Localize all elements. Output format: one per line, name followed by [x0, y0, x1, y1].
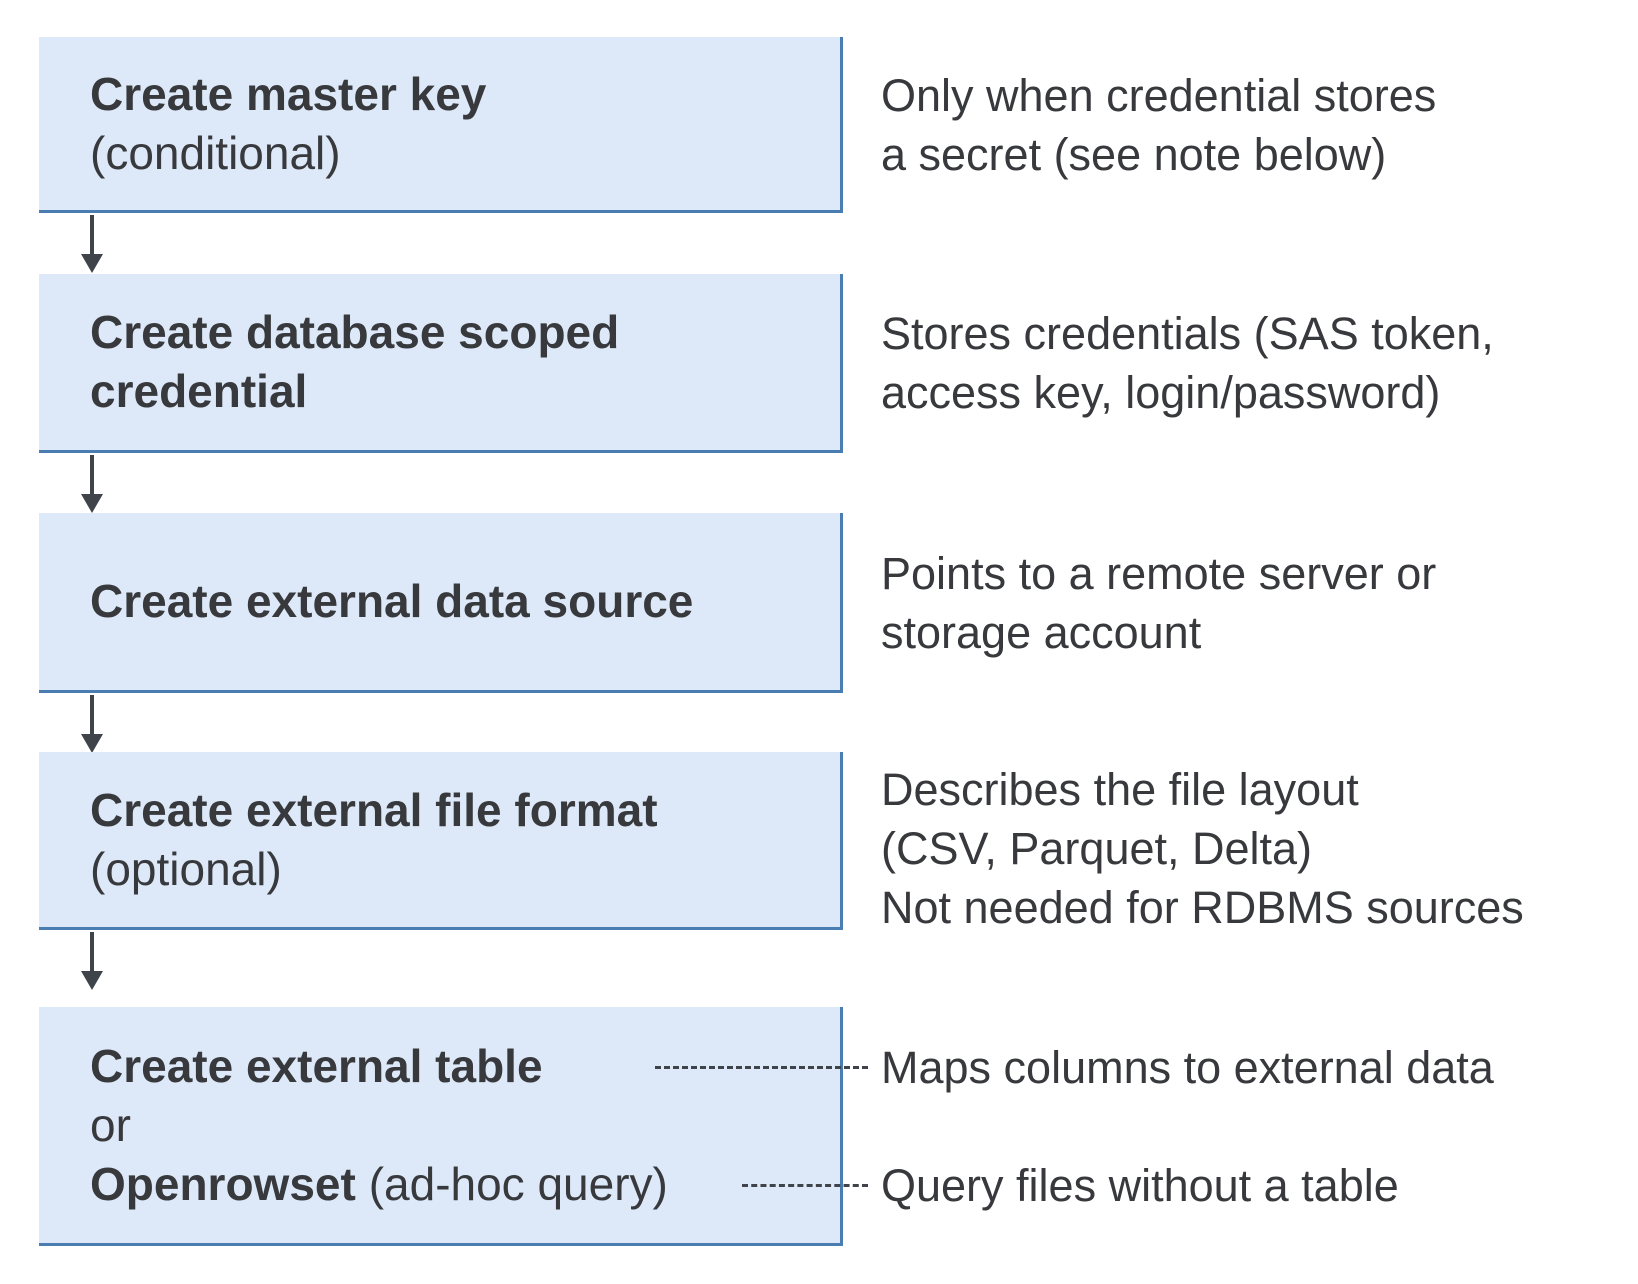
annotation-line: a secret (see note below)	[881, 129, 1387, 180]
annotation-line: access key, login/password)	[881, 367, 1441, 418]
down-arrow-icon	[81, 455, 103, 513]
annotation-data-source: Points to a remote server or storage acc…	[881, 544, 1436, 662]
box-subtitle: (optional)	[90, 842, 282, 895]
annotation-line: Stores credentials (SAS token,	[881, 308, 1494, 359]
down-arrow-icon	[81, 932, 103, 990]
flow-box-create-database-scoped-credential: Create database scoped credential	[39, 274, 843, 453]
down-arrow-icon	[81, 695, 103, 753]
annotation-master-key: Only when credential stores a secret (se…	[881, 66, 1436, 184]
dashed-connector-openrowset	[742, 1184, 868, 1187]
box-alt-suffix: (ad-hoc query)	[368, 1157, 668, 1210]
box-title: Create external file format	[90, 783, 658, 836]
arrow-head	[81, 971, 103, 990]
annotation-line: Not needed for RDBMS sources	[881, 882, 1524, 933]
annotation-external-table: Maps columns to external data	[881, 1038, 1494, 1097]
arrow-head	[81, 734, 103, 753]
annotation-file-format: Describes the file layout (CSV, Parquet,…	[881, 760, 1524, 937]
annotation-openrowset: Query files without a table	[881, 1156, 1399, 1215]
arrow-line	[90, 455, 94, 494]
annotation-line: Describes the file layout	[881, 764, 1359, 815]
flow-box-create-master-key: Create master key (conditional)	[39, 37, 843, 213]
arrow-line	[90, 932, 94, 971]
box-title: Create master key	[90, 67, 487, 120]
arrow-line	[90, 695, 94, 734]
annotation-line: storage account	[881, 607, 1202, 658]
box-alt-title-line: Openrowset(ad-hoc query)	[90, 1155, 770, 1214]
flow-box-create-external-file-format: Create external file format (optional)	[39, 752, 843, 930]
annotation-line: Points to a remote server or	[881, 548, 1437, 599]
annotation-line: (CSV, Parquet, Delta)	[881, 823, 1313, 874]
flow-box-create-external-table-or-openrowset: Create external table or Openrowset(ad-h…	[39, 1007, 843, 1246]
annotation-line: Only when credential stores	[881, 70, 1437, 121]
arrow-head	[81, 494, 103, 513]
flow-box-create-external-data-source: Create external data source	[39, 513, 843, 693]
arrow-head	[81, 254, 103, 273]
annotation-scoped-credential: Stores credentials (SAS token, access ke…	[881, 304, 1494, 422]
box-subtitle: (conditional)	[90, 126, 341, 179]
arrow-line	[90, 215, 94, 254]
box-title: Create database scoped credential	[90, 306, 620, 417]
box-title: Create external table	[90, 1039, 543, 1092]
box-or-label: or	[90, 1098, 131, 1151]
dashed-connector-external-table	[655, 1066, 868, 1069]
box-alt-title: Openrowset	[90, 1157, 356, 1210]
box-title: Create external data source	[90, 575, 694, 627]
down-arrow-icon	[81, 215, 103, 273]
annotation-line: Maps columns to external data	[881, 1042, 1494, 1093]
annotation-line: Query files without a table	[881, 1160, 1399, 1211]
